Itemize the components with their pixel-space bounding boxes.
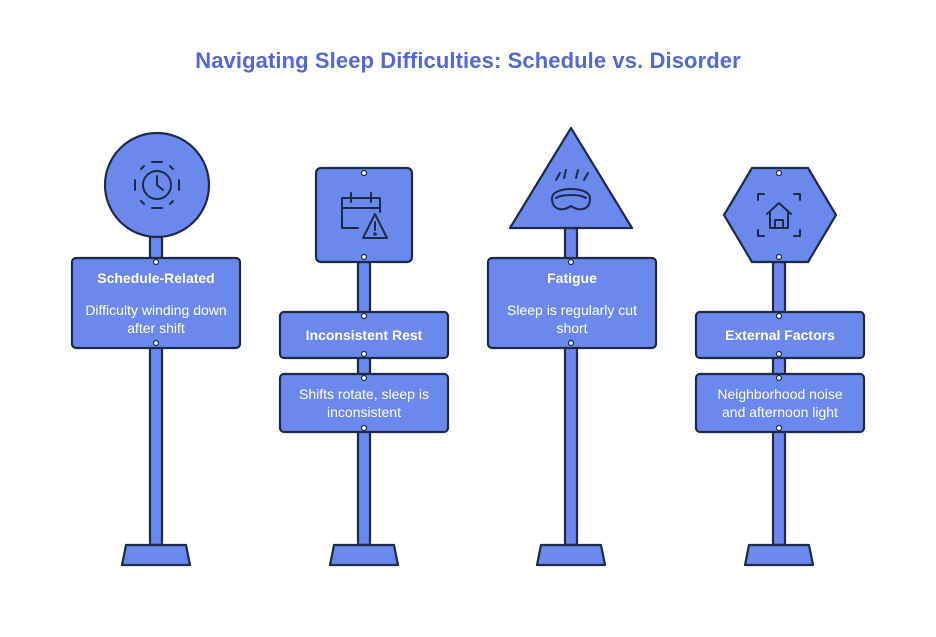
sign-body: Shifts rotate, sleep is inconsistent <box>299 386 429 420</box>
sign-schedule-related: Schedule-Related Difficulty winding down… <box>72 258 240 348</box>
sign-heading: Fatigue <box>547 269 597 286</box>
sleep-mask-icon <box>551 169 591 211</box>
signpost-inconsistent-rest <box>278 166 450 567</box>
board-screws <box>152 169 783 432</box>
signpost-fatigue <box>486 126 658 567</box>
sign-inconsistent-rest-body: Shifts rotate, sleep is inconsistent <box>280 374 448 432</box>
diagram-title: Navigating Sleep Difficulties: Schedule … <box>195 48 741 73</box>
post-base <box>120 543 192 567</box>
sign-external-factors-heading: External Factors <box>696 312 864 358</box>
sign-fatigue: Fatigue Sleep is regularly cut short <box>488 258 656 348</box>
sign-body: Neighborhood noise and afternoon light <box>717 386 843 420</box>
sign-heading: External Factors <box>725 326 835 343</box>
sign-body: Sleep is regularly cut short <box>507 301 637 336</box>
hexagon-sign <box>722 166 838 264</box>
sign-heading: Inconsistent Rest <box>305 326 423 343</box>
sign-body: Difficulty winding down after shift <box>85 301 227 336</box>
sign-external-factors-body: Neighborhood noise and afternoon light <box>696 374 864 432</box>
sign-board <box>70 256 242 350</box>
triangle-sign <box>508 126 634 230</box>
sign-inconsistent-rest-heading: Inconsistent Rest <box>280 312 448 358</box>
sign-heading: Schedule-Related <box>97 269 215 286</box>
clock-icon <box>134 161 180 209</box>
signpost-external-factors <box>694 166 866 567</box>
signpost-schedule-related <box>70 131 242 567</box>
calendar-warning-icon <box>341 192 388 239</box>
house-icon <box>757 193 801 237</box>
square-sign <box>314 166 414 264</box>
